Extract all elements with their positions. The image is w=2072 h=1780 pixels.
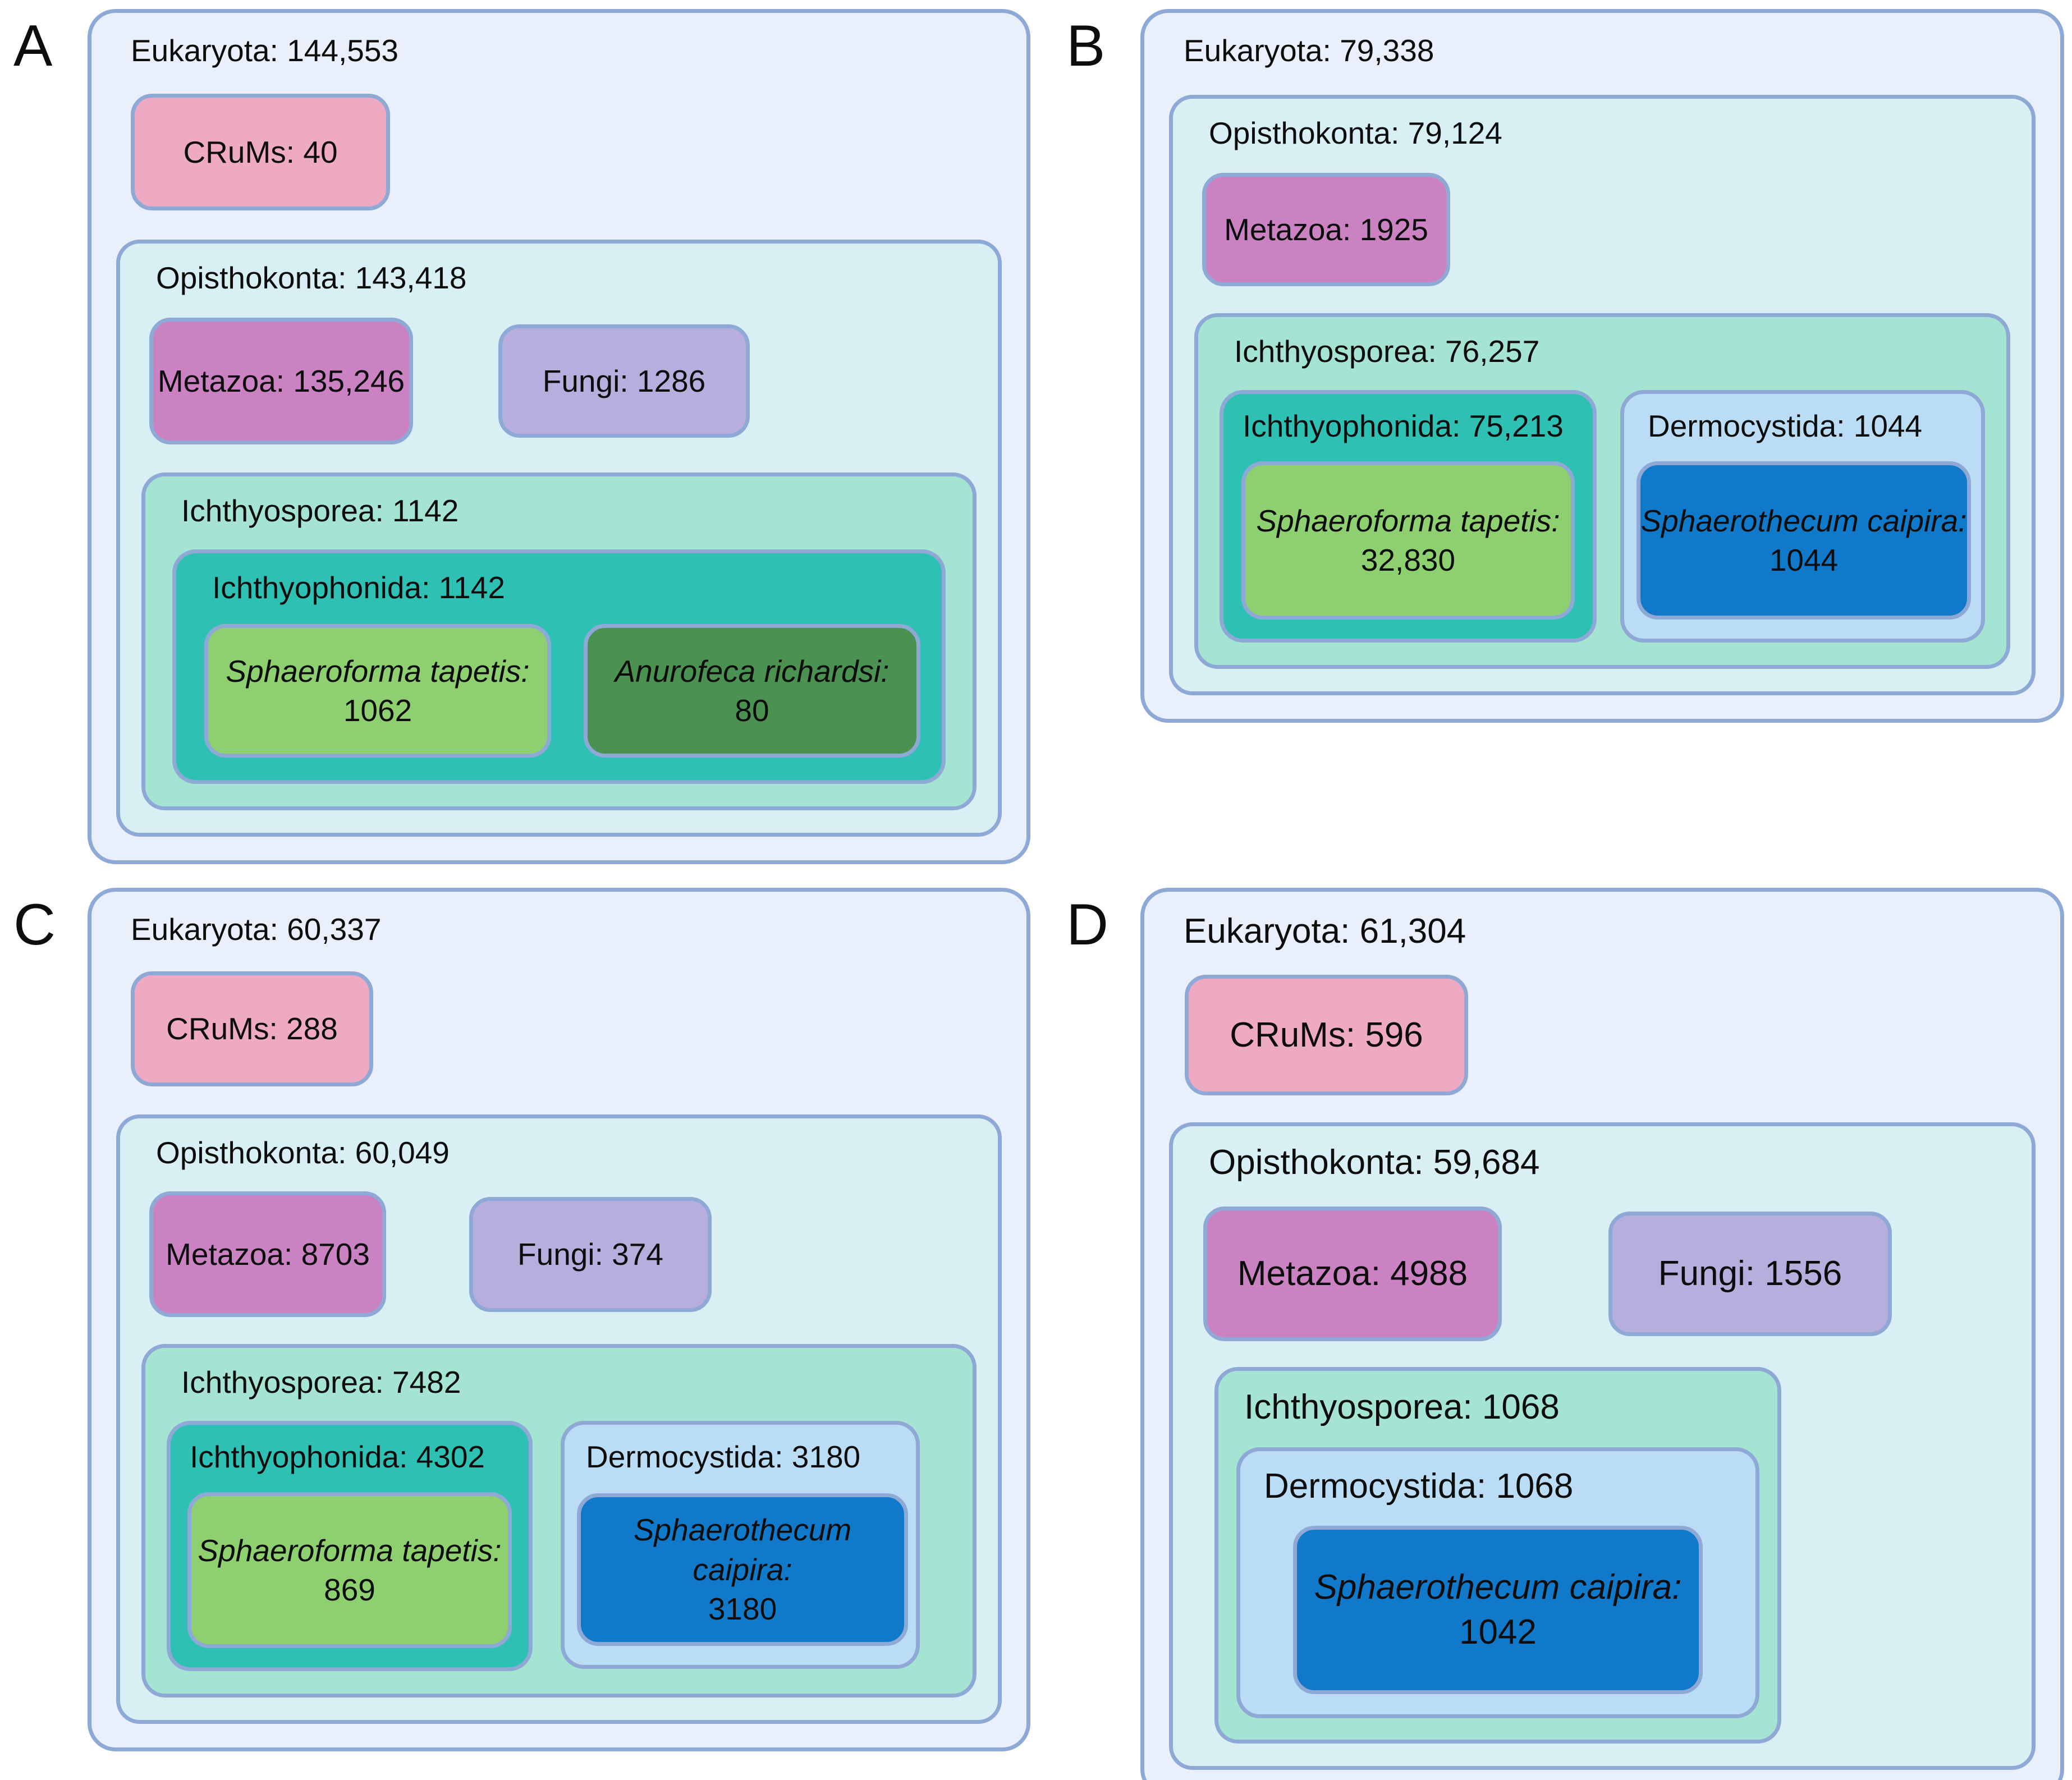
panel-a-crums-label: CRuMs: 40 — [183, 134, 338, 169]
panel-c-sphaerothecum-box: Sphaerothecum caipira: 3180 — [577, 1493, 908, 1646]
panel-b-opisthokonta-box: Opisthokonta: 79,124 Metazoa: 1925 Ichth… — [1169, 95, 2036, 695]
panel-c-crums-box: CRuMs: 288 — [131, 971, 373, 1086]
panel-a-fungi-box: Fungi: 1286 — [498, 324, 750, 438]
panel-b-sphaerothecum-box: Sphaerothecum caipira: 1044 — [1636, 461, 1971, 620]
panel-c-clade-row: Metazoa: 8703 Fungi: 374 — [149, 1191, 977, 1317]
panel-d-letter: D — [1066, 892, 1109, 957]
panel-c-sphaerothecum-name: Sphaerothecum caipira: — [633, 1512, 852, 1587]
panel-a-sphaeroforma-box: Sphaeroforma tapetis: 1062 — [204, 624, 551, 758]
panel-a-fungi-label: Fungi: 1286 — [542, 363, 706, 398]
panel-b-dermocystida-label: Dermocystida: 1044 — [1648, 409, 1923, 443]
panel-b-eukaryota-label: Eukaryota: 79,338 — [1184, 33, 1434, 68]
panel-a-anurofeca-box: Anurofeca richardsi: 80 — [584, 624, 920, 758]
panel-c-letter: C — [13, 892, 56, 957]
panel-b-sphaerothecum-value: 1044 — [1769, 543, 1839, 577]
panel-a-metazoa-box: Metazoa: 135,246 — [149, 318, 413, 444]
panel-d-eukaryota-label: Eukaryota: 61,304 — [1184, 912, 1466, 951]
panel-a-sphaeroforma-name: Sphaeroforma tapetis: — [226, 653, 530, 689]
panel-d-opisthokonta-label: Opisthokonta: 59,684 — [1209, 1143, 1540, 1182]
panel-c-eukaryota-label: Eukaryota: 60,337 — [131, 912, 382, 947]
panel-a-ichthyosporea-label: Ichthyosporea: 1142 — [181, 493, 459, 528]
panel-c-dermocystida-box: Dermocystida: 3180 Sphaerothecum caipira… — [561, 1421, 920, 1669]
panel-c-crums-label: CRuMs: 288 — [166, 1011, 338, 1047]
panel-d-ichthyosporea-box: Ichthyosporea: 1068 Dermocystida: 1068 S… — [1214, 1366, 1781, 1744]
panel-b-eukaryota-box: Eukaryota: 79,338 Opisthokonta: 79,124 M… — [1140, 9, 2064, 723]
panel-b-sphaeroforma-value: 32,830 — [1360, 543, 1456, 577]
panel-d-dermocystida-label: Dermocystida: 1068 — [1264, 1467, 1574, 1506]
panel-b-ichthyophonida-label: Ichthyophonida: 75,213 — [1243, 409, 1564, 443]
panel-b-metazoa-box: Metazoa: 1925 — [1202, 173, 1450, 286]
panel-d-clade-row: Metazoa: 4988 Fungi: 1556 — [1203, 1206, 2010, 1341]
panel-b-ichthyosporea-label: Ichthyosporea: 76,257 — [1234, 334, 1540, 369]
panel-c-fungi-label: Fungi: 374 — [517, 1236, 663, 1272]
panel-b-metazoa-label: Metazoa: 1925 — [1224, 212, 1428, 247]
panel-d-fungi-label: Fungi: 1556 — [1658, 1254, 1842, 1293]
panel-d-metazoa-label: Metazoa: 4988 — [1237, 1254, 1468, 1293]
panel-c-opisthokonta-box: Opisthokonta: 60,049 Metazoa: 8703 Fungi… — [116, 1114, 1002, 1724]
panel-a-ichthyophonida-label: Ichthyophonida: 1142 — [212, 570, 505, 605]
panel-b: B Eukaryota: 79,338 Opisthokonta: 79,124… — [1062, 9, 2064, 864]
panel-c-metazoa-label: Metazoa: 8703 — [166, 1236, 370, 1272]
panel-d-sphaerothecum-value: 1042 — [1459, 1612, 1537, 1651]
panel-d-sphaerothecum-name: Sphaerothecum caipira: — [1314, 1568, 1682, 1607]
panel-c-sphaeroforma-name: Sphaeroforma tapetis: — [198, 1533, 502, 1568]
panel-c-ichthyophonida-label: Ichthyophonida: 4302 — [190, 1439, 485, 1474]
panel-c: C Eukaryota: 60,337 CRuMs: 288 Opisthoko… — [9, 888, 1030, 1780]
panel-a-metazoa-label: Metazoa: 135,246 — [157, 363, 405, 398]
panel-a: A Eukaryota: 144,553 CRuMs: 40 Opisthoko… — [9, 9, 1030, 864]
panel-d-ichthyosporea-label: Ichthyosporea: 1068 — [1244, 1387, 1560, 1426]
panel-d-crums-box: CRuMs: 596 — [1185, 975, 1468, 1096]
panel-b-sphaerothecum-name: Sphaerothecum caipira: — [1640, 503, 1967, 538]
panel-c-ichthyosporea-label: Ichthyosporea: 7482 — [181, 1365, 461, 1400]
panel-d-eukaryota-box: Eukaryota: 61,304 CRuMs: 596 Opisthokont… — [1140, 888, 2064, 1780]
panel-d-metazoa-box: Metazoa: 4988 — [1203, 1206, 1502, 1341]
panel-a-clade-row: Metazoa: 135,246 Fungi: 1286 — [149, 318, 977, 444]
panel-a-ichthyophonida-box: Ichthyophonida: 1142 Sphaeroforma tapeti… — [172, 549, 946, 784]
panel-a-letter: A — [13, 13, 53, 79]
panel-d-crums-label: CRuMs: 596 — [1230, 1016, 1423, 1055]
panel-a-opisthokonta-box: Opisthokonta: 143,418 Metazoa: 135,246 F… — [116, 240, 1002, 837]
panel-c-sphaeroforma-box: Sphaeroforma tapetis: 869 — [187, 1492, 512, 1648]
panel-c-ichthyophonida-box: Ichthyophonida: 4302 Sphaeroforma tapeti… — [167, 1421, 533, 1671]
panel-c-fungi-box: Fungi: 374 — [469, 1196, 712, 1312]
panel-b-opisthokonta-label: Opisthokonta: 79,124 — [1209, 116, 1502, 150]
panel-a-crums-box: CRuMs: 40 — [131, 94, 390, 210]
panel-b-order-row: Ichthyophonida: 75,213 Sphaeroforma tape… — [1220, 390, 1985, 643]
panel-d: D Eukaryota: 61,304 CRuMs: 596 Opisthoko… — [1062, 888, 2064, 1780]
panel-d-fungi-box: Fungi: 1556 — [1608, 1211, 1892, 1336]
panel-b-sphaeroforma-name: Sphaeroforma tapetis: — [1256, 503, 1560, 538]
panel-b-letter: B — [1066, 13, 1106, 79]
panel-a-sphaeroforma-value: 1062 — [343, 693, 412, 728]
panel-c-metazoa-box: Metazoa: 8703 — [149, 1191, 386, 1317]
panel-a-anurofeca-value: 80 — [735, 693, 769, 728]
panel-d-sphaerothecum-box: Sphaerothecum caipira: 1042 — [1293, 1525, 1703, 1694]
panel-a-ichthyosporea-box: Ichthyosporea: 1142 Ichthyophonida: 1142… — [141, 472, 977, 810]
panel-b-ichthyophonida-box: Ichthyophonida: 75,213 Sphaeroforma tape… — [1220, 390, 1597, 643]
panel-c-sphaeroforma-value: 869 — [324, 1572, 375, 1607]
panel-a-eukaryota-box: Eukaryota: 144,553 CRuMs: 40 Opisthokont… — [88, 9, 1030, 864]
panel-a-species-row: Sphaeroforma tapetis: 1062 Anurofeca ric… — [204, 624, 920, 758]
panel-a-opisthokonta-label: Opisthokonta: 143,418 — [156, 260, 467, 295]
panel-d-dermocystida-box: Dermocystida: 1068 Sphaerothecum caipira… — [1236, 1447, 1759, 1718]
panel-d-opisthokonta-box: Opisthokonta: 59,684 Metazoa: 4988 Fungi… — [1169, 1122, 2036, 1770]
panel-a-anurofeca-name: Anurofeca richardsi: — [615, 653, 890, 689]
panel-a-eukaryota-label: Eukaryota: 144,553 — [131, 33, 399, 68]
panel-c-eukaryota-box: Eukaryota: 60,337 CRuMs: 288 Opisthokont… — [88, 888, 1030, 1751]
panel-c-ichthyosporea-box: Ichthyosporea: 7482 Ichthyophonida: 4302… — [141, 1344, 977, 1698]
panel-c-sphaerothecum-value: 3180 — [708, 1591, 777, 1627]
panel-c-order-row: Ichthyophonida: 4302 Sphaeroforma tapeti… — [167, 1421, 951, 1671]
panel-b-sphaeroforma-box: Sphaeroforma tapetis: 32,830 — [1241, 461, 1575, 620]
panel-c-dermocystida-label: Dermocystida: 3180 — [586, 1439, 861, 1474]
panel-b-ichthyosporea-box: Ichthyosporea: 76,257 Ichthyophonida: 75… — [1194, 313, 2010, 669]
panel-b-dermocystida-box: Dermocystida: 1044 Sphaerothecum caipira… — [1620, 390, 1985, 643]
panel-c-opisthokonta-label: Opisthokonta: 60,049 — [156, 1135, 450, 1170]
